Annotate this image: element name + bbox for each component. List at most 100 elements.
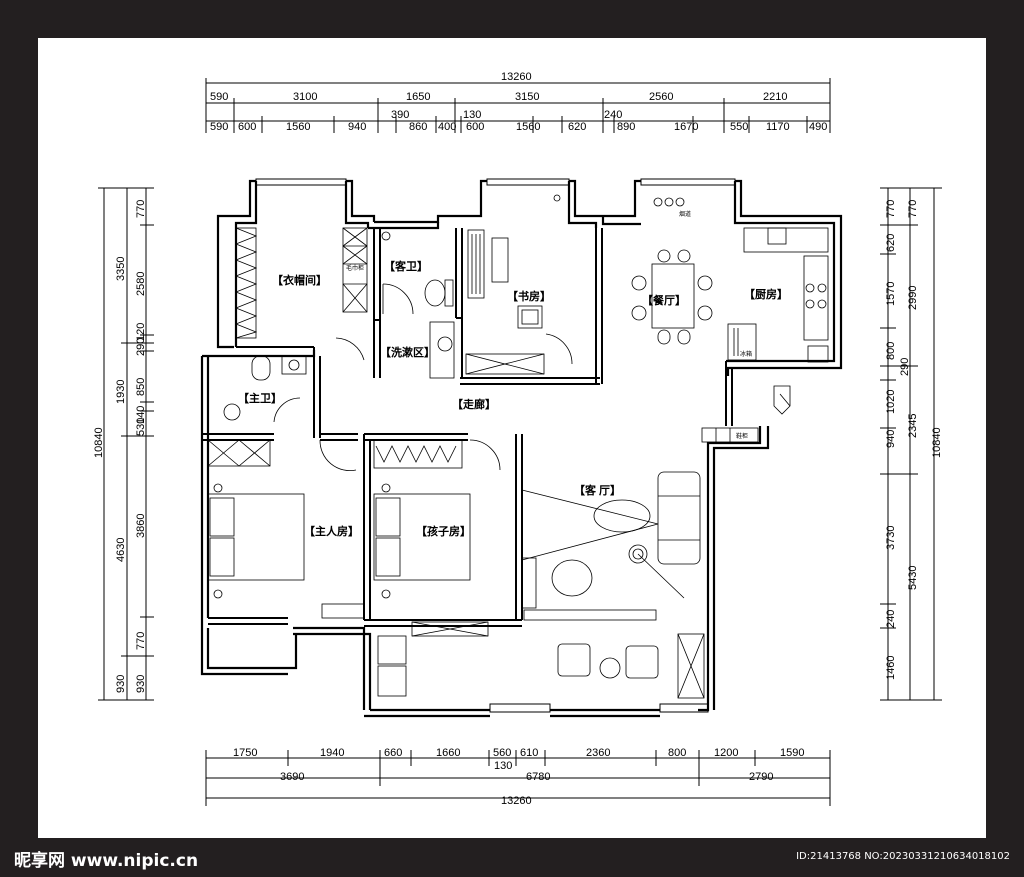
dim-top2-4: 940 <box>348 121 366 133</box>
dim-right-i4: 800 <box>885 342 897 360</box>
dim-top-2: 3100 <box>293 91 317 103</box>
wardrobe-right <box>342 227 368 313</box>
balcony-chair-right <box>625 645 659 679</box>
exterior-walls <box>200 178 843 718</box>
room-label-master-bath: 【主卫】 <box>238 391 282 405</box>
kitchen-sink <box>767 227 787 245</box>
dining-table <box>651 263 695 329</box>
dim-right-i8: 3730 <box>885 526 897 550</box>
room-label-cloakroom: 【衣帽间】 <box>272 273 327 287</box>
left-dimensions <box>98 187 154 701</box>
dim-bot-8: 800 <box>668 747 686 759</box>
interior-walls <box>202 228 733 627</box>
dim-left-i4: 120 <box>135 323 147 341</box>
room-label-kitchen: 【厨房】 <box>744 287 788 301</box>
dim-top-5: 2560 <box>649 91 673 103</box>
watermark-id: ID:21413768 NO:20230331210634018102 <box>796 851 1010 862</box>
balcony-round-table <box>599 657 621 679</box>
label-hood: 烟道 <box>679 210 691 218</box>
label-fridge: 冰箱 <box>740 350 752 358</box>
room-label-corridor: 【走廊】 <box>452 397 496 411</box>
dim-right-i2: 620 <box>885 234 897 252</box>
dim-right-i1: 770 <box>885 200 897 218</box>
room-label-guest-bath: 【客卫】 <box>384 259 428 273</box>
dim-bot2-1: 3690 <box>280 771 304 783</box>
dim-right-o3: 2345 <box>907 414 919 438</box>
dim-right-i10: 1460 <box>885 656 897 680</box>
dim-right-i7: 940 <box>885 430 897 448</box>
tv-view-cone <box>521 489 659 561</box>
right-dimension-labels: 770 620 1570 800 290 1020 940 3730 240 1… <box>885 200 943 680</box>
room-labels: 【衣帽间】 【客卫】 【书房】 【餐厅】 【厨房】 【洗漱区】 【主卫】 【走廊… <box>238 259 788 538</box>
wash-basin-counter <box>429 321 455 379</box>
dim-left-i7: 530 <box>135 418 147 436</box>
kids-wardrobe <box>373 439 463 469</box>
dim-top2-11: 620 <box>568 121 586 133</box>
dim-top2-1: 590 <box>210 121 228 133</box>
dim-bot-9: 1200 <box>714 747 738 759</box>
fridge <box>727 323 757 361</box>
dim-right-i9: 240 <box>885 610 897 628</box>
guest-bath-fixture <box>381 231 391 241</box>
left-dimension-labels: 10840 3350 1930 4630 930 770 2580 290 12… <box>93 200 147 693</box>
room-label-washing: 【洗漱区】 <box>380 345 435 359</box>
dim-left-o3: 4630 <box>115 538 127 562</box>
dim-left-i10: 930 <box>135 675 147 693</box>
living-low-cabinet <box>523 609 657 621</box>
kids-bed <box>373 493 471 581</box>
dim-bot-10: 1590 <box>780 747 804 759</box>
dim-left-i6: 140 <box>135 406 147 424</box>
dim-top2-3: 1560 <box>286 121 310 133</box>
dim-left-i2: 2580 <box>135 272 147 296</box>
dim-bot-6: 610 <box>520 747 538 759</box>
room-label-living: 【客 厅】 <box>574 483 621 497</box>
dim-top2-14: 1670 <box>674 121 698 133</box>
dim-bot-3: 660 <box>384 747 402 759</box>
dim-bot2-2: 6780 <box>526 771 550 783</box>
dim-left-o4: 930 <box>115 675 127 693</box>
dim-top2-9: 600 <box>466 121 484 133</box>
study-chair <box>517 305 543 329</box>
dim-left-i5: 850 <box>135 378 147 396</box>
bottom-dimension-labels: 1750 1940 660 1660 560 610 2360 800 1200… <box>233 747 804 807</box>
dim-right-o1: 770 <box>907 200 919 218</box>
bottom-dimensions <box>205 750 831 806</box>
dim-top2-17: 490 <box>809 121 827 133</box>
dim-top2-10: 1560 <box>516 121 540 133</box>
kitchen-counter-right <box>803 255 829 341</box>
wardrobe-left <box>235 227 257 339</box>
lounge-chair <box>551 559 593 597</box>
side-table <box>628 544 648 564</box>
master-toilet <box>251 355 271 381</box>
study-bookcase <box>467 229 485 299</box>
dim-top2-7: 400 <box>438 121 456 133</box>
sofa <box>657 471 701 565</box>
room-label-master-bed: 【主人房】 <box>304 524 359 538</box>
dim-bot-5: 560 <box>493 747 511 759</box>
dim-top-6: 2210 <box>763 91 787 103</box>
dim-right-i6: 1020 <box>885 390 897 414</box>
dim-top2-12: 240 <box>604 109 622 121</box>
balcony-storage <box>677 633 705 699</box>
label-shoe-cabinet: 鞋柜 <box>736 432 748 440</box>
dim-right-i3: 1570 <box>885 282 897 306</box>
dim-bot-total: 13260 <box>501 795 532 807</box>
dim-left-o1: 3350 <box>115 257 127 281</box>
entry-arrow <box>773 385 791 415</box>
master-bed <box>207 493 305 581</box>
dim-top-4: 3150 <box>515 91 539 103</box>
drawing-sheet: 【衣帽间】 【客卫】 【书房】 【餐厅】 【厨房】 【洗漱区】 【主卫】 【走廊… <box>38 38 986 838</box>
dim-bot-2: 1940 <box>320 747 344 759</box>
room-label-study: 【书房】 <box>507 289 551 303</box>
dim-bot2-3: 2790 <box>749 771 773 783</box>
dim-top-total: 13260 <box>501 71 532 83</box>
top-dimension-labels: 13260 590 3100 1650 3150 2560 2210 590 6… <box>210 71 827 133</box>
dim-left-i9: 770 <box>135 632 147 650</box>
study-desk <box>491 237 509 283</box>
coffee-table <box>593 499 651 533</box>
study-cabinet <box>465 353 545 375</box>
dim-bot-4: 1660 <box>436 747 460 759</box>
room-label-dining: 【餐厅】 <box>642 293 686 307</box>
balcony-chair-left <box>557 643 591 677</box>
watermark-logo: 昵享网 www.nipic.cn <box>14 851 199 871</box>
